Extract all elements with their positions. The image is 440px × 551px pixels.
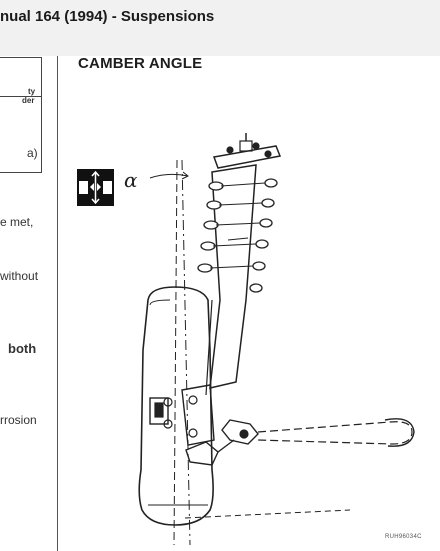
strut-tube xyxy=(209,164,257,389)
table-divider xyxy=(0,96,41,97)
text-fragment: e met, xyxy=(0,215,34,229)
ground-line xyxy=(184,509,351,519)
text-fragment: both xyxy=(8,341,37,356)
camber-angle-symbol: α xyxy=(124,168,138,192)
coil-spring xyxy=(197,178,278,293)
document-title: nual 164 (1994) - Suspensions xyxy=(0,8,215,25)
window-title-bar: nual 164 (1994) - Suspensions xyxy=(0,0,440,56)
lower-control-arm xyxy=(257,421,413,445)
figure-code: RUH96034C xyxy=(385,534,422,540)
angle-arc xyxy=(149,173,189,179)
left-table xyxy=(0,57,42,173)
steering-knuckle xyxy=(181,384,215,446)
column-divider xyxy=(57,56,58,551)
top-mount xyxy=(212,145,282,169)
wheel-tire xyxy=(138,286,214,526)
camber-axis-line xyxy=(181,159,191,546)
section-title: CAMBER ANGLE xyxy=(78,55,203,72)
lower-ball-joint xyxy=(185,441,219,466)
camber-adjust-icon xyxy=(77,169,114,206)
table-head-line-1: ty xyxy=(28,87,36,96)
text-fragment: rrosion xyxy=(0,413,37,427)
table-divider xyxy=(0,172,41,173)
vertical-reference-line xyxy=(173,159,178,546)
table-cell: a) xyxy=(27,146,38,160)
table-head-line-2: der xyxy=(22,96,35,105)
text-fragment: without xyxy=(0,269,39,283)
